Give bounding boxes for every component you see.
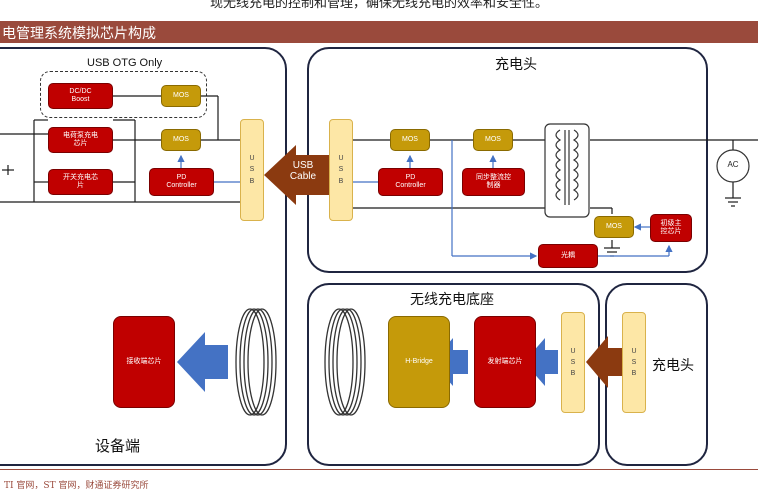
charger-label: 充电头	[495, 57, 537, 73]
section-banner: 电管理系统模拟芯片构成	[0, 21, 758, 43]
ac-source-icon	[716, 149, 750, 183]
pd-controller-charger: PD Controller	[378, 168, 443, 196]
pd-controller-device: PD Controller	[149, 168, 214, 196]
transformer-icon	[544, 123, 590, 218]
hbridge-arrow	[432, 338, 468, 386]
banner-title: 电管理系统模拟芯片构成	[2, 26, 156, 42]
hbridge-chip: H-Bridge	[388, 316, 450, 408]
ac-label: AC	[727, 160, 739, 169]
otg-label: USB OTG Only	[87, 57, 163, 69]
dcdc-boost-chip: DC/DC Boost	[48, 83, 113, 109]
optocoupler-chip: 光耦	[538, 244, 598, 268]
mos-charger-left: MOS	[390, 129, 430, 151]
rx-arrow	[177, 332, 228, 392]
charger-wires	[353, 139, 758, 257]
tx-arrow	[524, 338, 558, 386]
mos-otg-chip: MOS	[161, 85, 201, 107]
usb-port-device: U S B	[240, 119, 264, 221]
device-coil-icon	[235, 308, 277, 416]
primary-controller-chip: 初级主 控芯片	[650, 214, 692, 242]
charge-pump-chip: 电荷泵充电 芯片	[48, 127, 113, 153]
usb-port-right-charger: U S B	[622, 312, 646, 413]
tx-chip: 发射端芯片	[474, 316, 536, 408]
right-usb-arrow	[586, 336, 622, 388]
usb-cable-label: USB Cable	[289, 160, 317, 182]
otg-dashed-box	[40, 71, 207, 118]
mos-main-chip: MOS	[161, 129, 201, 151]
wireless-base-label: 无线充电底座	[410, 292, 494, 308]
source-note: TI 官网，ST 官网，财通证券研究所	[4, 481, 149, 491]
base-coil-icon	[324, 308, 366, 416]
mos-charger-mid: MOS	[473, 129, 513, 151]
usb-port-charger: U S B	[329, 119, 353, 221]
intro-text: 现无线充电的控制和管理，确保无线充电的效率和安全性。	[209, 0, 548, 11]
rx-chip: 接收端芯片	[113, 316, 175, 408]
mos-charger-bottom: MOS	[594, 216, 634, 238]
usb-port-base: U S B	[561, 312, 585, 413]
sync-rectifier-chip: 同步整流控 制器	[462, 168, 525, 196]
device-wires	[0, 95, 240, 203]
charger-panel	[307, 47, 708, 273]
right-charger-label: 充电头	[652, 358, 694, 374]
switch-charger-chip: 开关充电芯 片	[48, 169, 113, 195]
device-label: 设备端	[95, 437, 141, 455]
usb-cable-arrow	[264, 145, 329, 205]
footer-divider	[0, 469, 758, 470]
wireless-base-panel	[307, 283, 600, 466]
